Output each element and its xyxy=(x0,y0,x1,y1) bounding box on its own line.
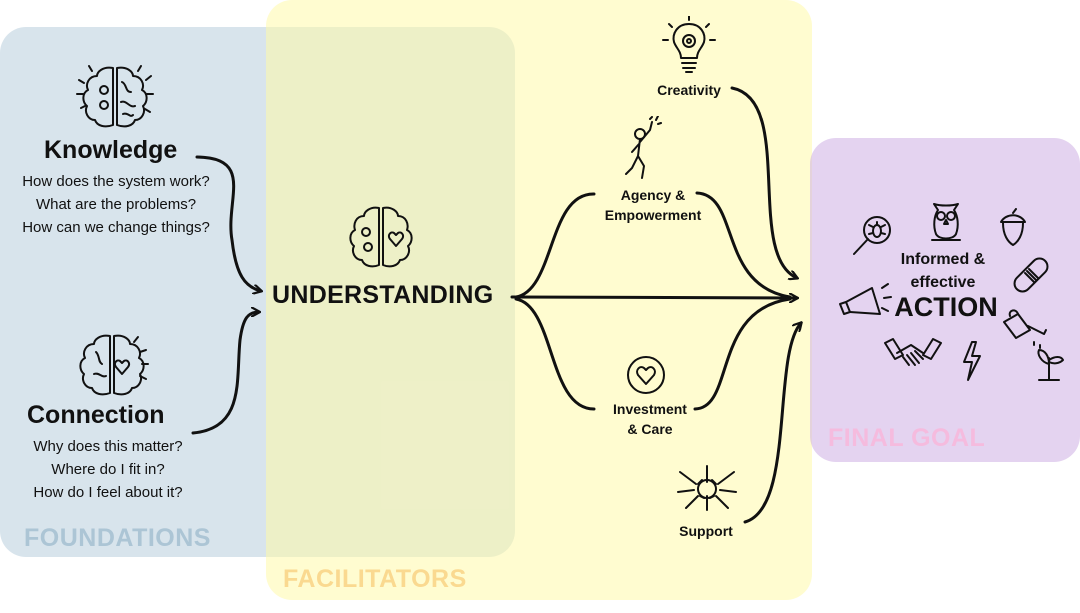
agency-label: Agency & Empowerment xyxy=(588,185,718,225)
agency-label-line: Empowerment xyxy=(604,207,702,223)
investment-in-arrow xyxy=(514,297,596,411)
investment-label-line: & Care xyxy=(627,421,673,437)
megaphone-icon xyxy=(839,283,892,315)
bandage-icon xyxy=(1013,257,1049,293)
connection-question: Why does this matter? xyxy=(33,438,183,455)
cheering-person-icon xyxy=(625,116,662,179)
agency-in-arrow xyxy=(514,192,596,299)
connection-arrow xyxy=(191,312,259,435)
connection-question: How do I feel about it? xyxy=(33,484,183,501)
creativity-label: Creativity xyxy=(657,82,721,98)
knowledge-question: How does the system work? xyxy=(22,173,210,190)
lightning-icon xyxy=(963,341,981,381)
main-action-arrow xyxy=(510,297,797,298)
brain-heart-icon xyxy=(79,334,149,396)
support-arrow xyxy=(743,323,801,524)
handshake-icon xyxy=(884,338,942,366)
final-goal-zone xyxy=(810,138,1080,462)
sprout-icon xyxy=(1033,341,1064,381)
investment-label: Investment & Care xyxy=(595,399,705,439)
knowledge-questions: How does the system work? What are the p… xyxy=(8,170,224,239)
connection-question: Where do I fit in? xyxy=(51,461,165,478)
lightbulb-gear-icon xyxy=(662,16,716,73)
investment-out-arrow xyxy=(693,297,792,411)
connection-questions: Why does this matter? Where do I fit in?… xyxy=(8,435,208,504)
stacked-hands-icon xyxy=(677,465,737,511)
acorn-icon xyxy=(1000,208,1026,246)
facilitators-label: FACILITATORS xyxy=(283,565,467,593)
connection-title: Connection xyxy=(27,401,165,429)
knowledge-question: What are the problems? xyxy=(35,196,197,213)
agency-out-arrow xyxy=(695,191,792,299)
owl-icon xyxy=(931,203,961,241)
knowledge-question: How can we change things? xyxy=(22,219,210,236)
brain-gear-heart-icon xyxy=(349,206,413,268)
magnifier-bug-icon xyxy=(853,216,891,255)
final-goal-label: FINAL GOAL xyxy=(828,424,986,452)
heart-circle-icon xyxy=(627,356,665,394)
agency-label-line: Agency & xyxy=(620,187,686,203)
creativity-arrow xyxy=(730,86,797,278)
action-subtitle: Informed & effective xyxy=(878,248,1008,294)
knowledge-arrow xyxy=(195,155,261,291)
knowledge-title: Knowledge xyxy=(44,136,178,164)
action-subtitle-line: effective xyxy=(910,274,976,291)
understanding-title: UNDERSTANDING xyxy=(272,281,494,309)
action-subtitle-line: Informed & xyxy=(900,251,986,268)
investment-label-line: Investment xyxy=(613,401,687,417)
brain-gear-icon xyxy=(76,65,154,128)
support-label: Support xyxy=(679,523,733,539)
foundations-label: FOUNDATIONS xyxy=(24,524,211,552)
action-title: ACTION xyxy=(894,292,998,322)
watering-can-icon xyxy=(1003,309,1047,339)
